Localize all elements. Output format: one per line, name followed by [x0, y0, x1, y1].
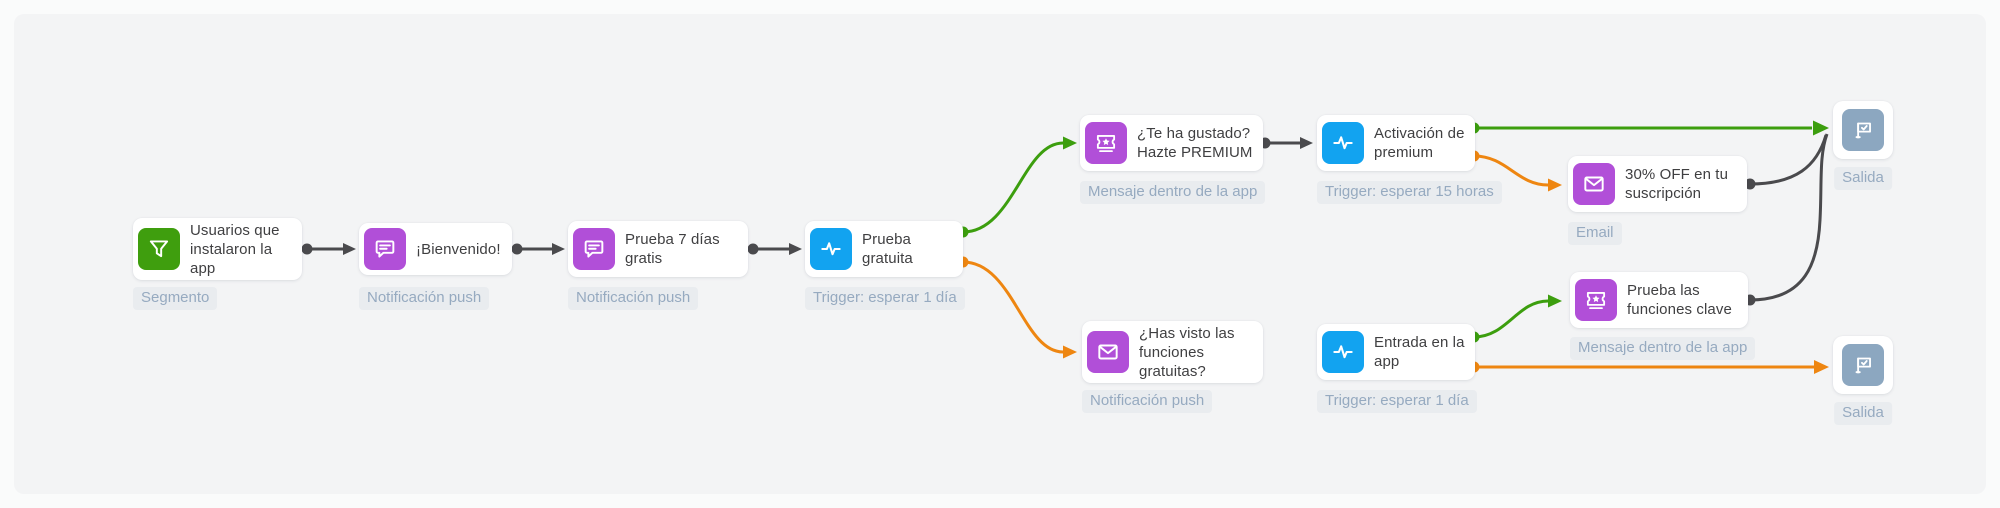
node-title: Prueba 7 días gratis	[625, 231, 720, 267]
node-segment[interactable]: Usuarios que instalaron la app	[133, 218, 302, 280]
node-type-label: Mensaje dentro de la app	[1570, 337, 1756, 360]
node-discount-email[interactable]: 30% OFF en tu suscripción	[1568, 156, 1747, 212]
node-title: Prueba gratuita	[862, 231, 913, 267]
node-type-label: Trigger: esperar 15 horas	[1317, 181, 1502, 204]
node-trigger-trial[interactable]: Prueba gratuita	[805, 221, 963, 277]
node-type-label: Notificación push	[568, 287, 699, 310]
inapp-ticket-icon	[1575, 279, 1617, 321]
node-type-label: Notificación push	[1082, 390, 1213, 413]
exit-flag-icon	[1842, 109, 1884, 151]
node-type-label: Trigger: esperar 1 día	[805, 287, 965, 310]
exit-label: Salida	[1834, 167, 1892, 190]
node-app-entry[interactable]: Entrada en la app	[1317, 324, 1475, 380]
inapp-ticket-icon	[1085, 122, 1127, 164]
push-message-icon	[364, 228, 406, 270]
node-title: Prueba las funciones clave	[1627, 282, 1732, 318]
node-type-label: Email	[1568, 222, 1622, 245]
node-trial7[interactable]: Prueba 7 días gratis	[568, 221, 748, 277]
email-icon	[1573, 163, 1615, 205]
node-title: Usuarios que instalaron la app	[190, 221, 280, 277]
node-title: 30% OFF en tu suscripción	[1625, 166, 1729, 202]
trigger-pulse-icon	[1322, 331, 1364, 373]
node-exit-bottom[interactable]	[1833, 336, 1893, 394]
node-type-label: Segmento	[133, 287, 218, 310]
push-message-icon	[573, 228, 615, 270]
flow-canvas-background	[14, 14, 1986, 494]
node-type-label: Trigger: esperar 1 día	[1317, 390, 1477, 413]
exit-flag-icon	[1842, 344, 1884, 386]
node-exit-top[interactable]	[1833, 101, 1893, 159]
node-title: Entrada en la app	[1374, 334, 1465, 370]
node-seen-features[interactable]: ¿Has visto las funciones gratuitas?	[1082, 321, 1263, 383]
node-liked-premium[interactable]: ¿Te ha gustado? Hazte PREMIUM	[1080, 115, 1263, 171]
node-title: ¿Has visto las funciones gratuitas?	[1139, 324, 1235, 380]
node-type-label: Mensaje dentro de la app	[1080, 181, 1266, 204]
node-title: ¡Bienvenido!	[416, 240, 501, 258]
trigger-pulse-icon	[810, 228, 852, 270]
email-icon	[1087, 331, 1129, 373]
exit-label: Salida	[1834, 402, 1892, 425]
filter-icon	[138, 228, 180, 270]
node-key-features[interactable]: Prueba las funciones clave	[1570, 272, 1748, 328]
trigger-pulse-icon	[1322, 122, 1364, 164]
node-welcome[interactable]: ¡Bienvenido!	[359, 223, 512, 275]
node-title: Activación de premium	[1374, 125, 1465, 161]
node-premium-activation[interactable]: Activación de premium	[1317, 115, 1475, 171]
node-type-label: Notificación push	[359, 287, 490, 310]
node-title: ¿Te ha gustado? Hazte PREMIUM	[1137, 125, 1253, 161]
